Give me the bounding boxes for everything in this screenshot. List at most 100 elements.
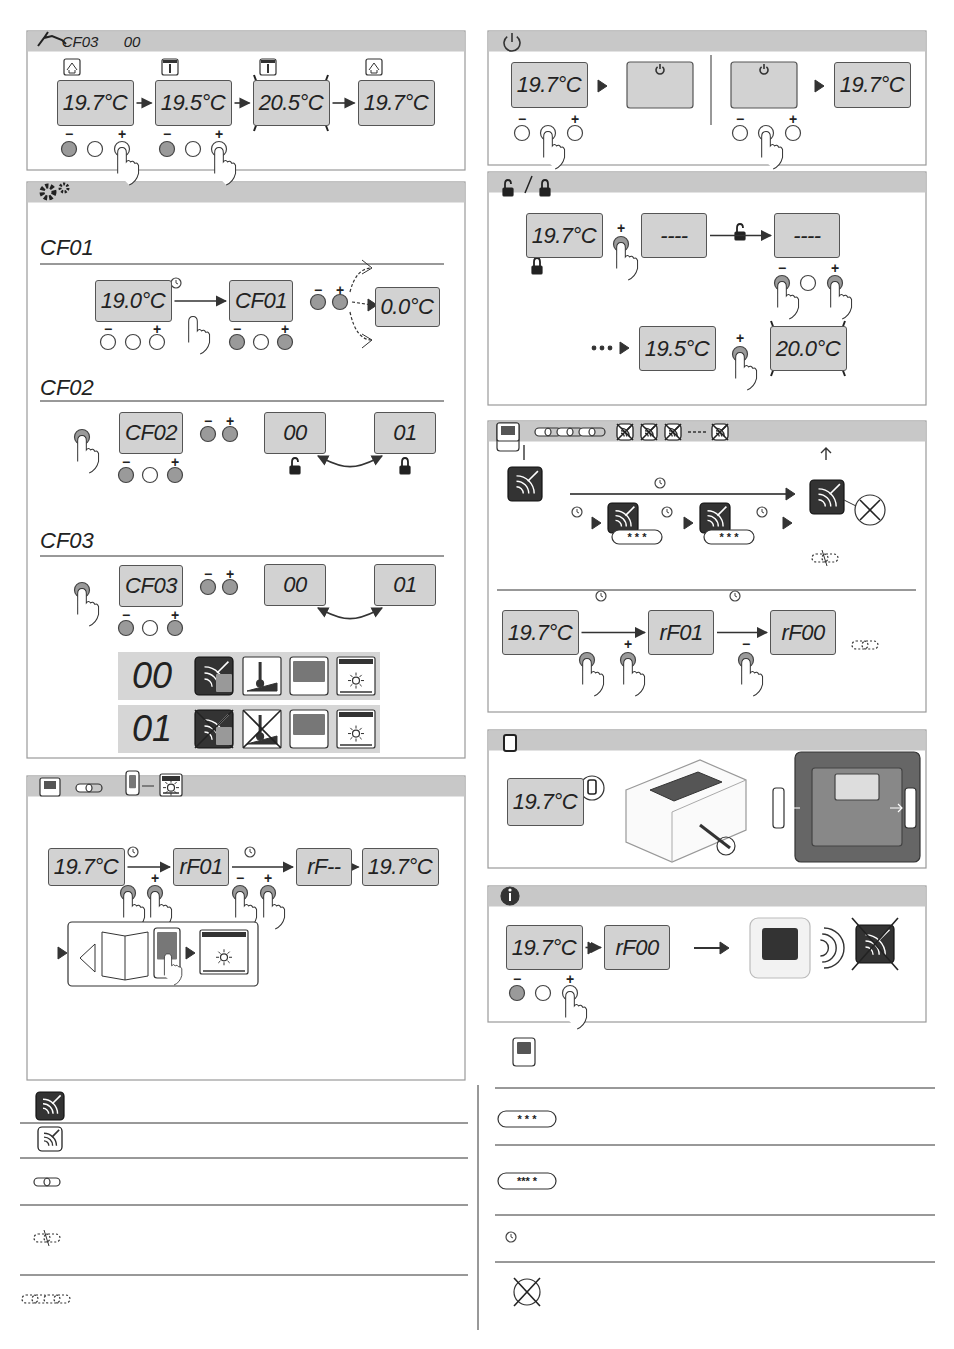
panel-header (28, 777, 465, 797)
power-symbol (763, 64, 765, 69)
button-sign: − (742, 637, 750, 651)
receiver-icon (810, 480, 844, 514)
heading-rule (40, 264, 444, 265)
sun-ray (350, 728, 352, 730)
display-text: 20.5°C (259, 90, 324, 116)
button (168, 621, 183, 636)
heater-icon (200, 930, 248, 974)
signal-arrow (52, 1095, 60, 1103)
comfort-icon (162, 59, 178, 75)
sun-ray (350, 684, 352, 686)
signal-wave (205, 732, 213, 740)
lcd-display: CF02 (119, 412, 183, 454)
button (510, 986, 525, 1001)
sun-ray (224, 949, 225, 952)
lcd-display: ---- (641, 213, 707, 258)
button-sign: − (204, 567, 212, 581)
pressing-hand (264, 892, 285, 929)
back-screen (835, 774, 879, 800)
lcd-display: CF03 (119, 565, 183, 607)
display-text: 19.7°C (512, 935, 577, 961)
cross-out (852, 918, 898, 970)
display-text: 19.7°C (364, 90, 429, 116)
dot (600, 346, 604, 350)
clock-icon (572, 507, 582, 517)
thermostat-screen (762, 928, 798, 960)
lcd-display: 01 (374, 412, 436, 454)
clock-icon (245, 847, 255, 857)
button (786, 126, 801, 141)
display-text: rF-- (307, 854, 340, 880)
flow-arrow (235, 102, 250, 104)
cross-out (852, 918, 898, 970)
flow-arrow (318, 608, 382, 619)
rule (20, 1158, 468, 1159)
display-text: 01 (393, 420, 416, 446)
display-text: rF00 (615, 935, 658, 961)
signal-wave (820, 940, 828, 956)
display-text: 01 (132, 708, 172, 750)
phone-screen (293, 661, 325, 682)
cross-out (243, 710, 281, 748)
phone-screen (293, 714, 325, 735)
arrow-head (786, 488, 795, 500)
mode-band (118, 652, 380, 700)
lcd-display: 00 (264, 564, 326, 606)
lcd-display: rF00 (604, 925, 670, 970)
padlock-icon (503, 188, 513, 196)
divider (497, 590, 916, 591)
clock-icon (596, 591, 606, 601)
button-sign: − (65, 127, 73, 141)
receiver-icon (617, 424, 633, 440)
thermometer (267, 64, 269, 73)
pressing-hand (736, 353, 757, 390)
remove-arrow (890, 804, 902, 812)
home-icon (366, 59, 382, 75)
button-sign: − (233, 322, 241, 336)
heater-strip (202, 932, 246, 937)
button (88, 142, 103, 157)
heading-rule (40, 401, 444, 402)
button-sign: + (281, 322, 289, 336)
button-sign: − (778, 261, 786, 275)
lcd-display: 19.7°C (358, 80, 435, 126)
clock-hand (176, 280, 178, 284)
display-text: 19.5°C (645, 336, 710, 362)
heater-strip (339, 712, 373, 717)
button (536, 986, 551, 1001)
button-sign: + (264, 871, 272, 885)
sun-icon (221, 954, 228, 961)
lcd-display: 19.5°C (155, 80, 232, 126)
blink-bar (704, 530, 754, 544)
button-sign: − (122, 455, 130, 469)
heater-base (203, 970, 245, 972)
thermostat-drawing (626, 760, 746, 862)
padlock-shackle (402, 458, 408, 466)
cross-out (712, 424, 728, 440)
link-icon (86, 784, 102, 792)
panel-header (489, 887, 926, 907)
release-mark (821, 448, 831, 460)
button-sign: − (314, 283, 322, 297)
button-sign: − (236, 871, 244, 885)
clock-hand (601, 593, 603, 597)
display-text: 19.0°C (101, 288, 166, 314)
blink-stars: * * * (628, 532, 647, 543)
panel-header (489, 731, 926, 751)
sun-ray (163, 787, 166, 788)
blink-bar (612, 530, 662, 544)
heading-code: CF01 (40, 237, 94, 259)
signal-wave (517, 487, 524, 494)
slash (525, 176, 532, 193)
display-text: rF01 (659, 620, 702, 646)
sun-ray (356, 739, 357, 742)
flow-arrow (232, 866, 293, 868)
button (150, 335, 165, 350)
sun-ray (176, 787, 179, 788)
panel (488, 730, 926, 868)
pressing-hand (164, 954, 181, 985)
display-text: ---- (660, 223, 687, 249)
thermostat-icon (513, 1038, 535, 1066)
comfort-strip (163, 60, 177, 63)
thermostat-drawing (750, 918, 810, 978)
